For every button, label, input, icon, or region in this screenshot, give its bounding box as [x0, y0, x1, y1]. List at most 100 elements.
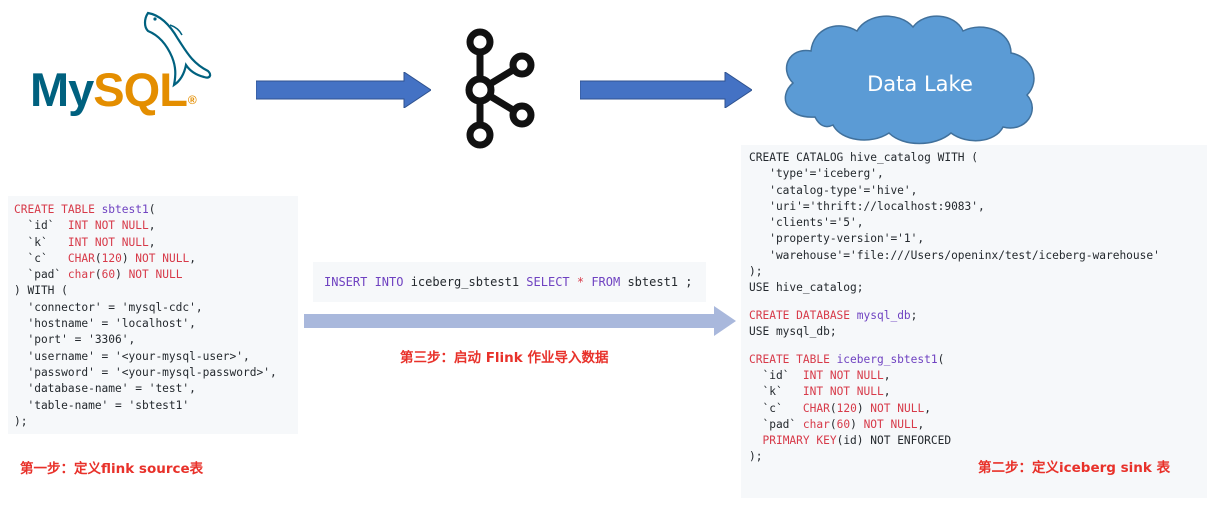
code-token: NOT NULL: [863, 417, 918, 431]
code-line: CREATE TABLE sbtest1(: [14, 202, 298, 218]
arrow-mysql-to-kafka: [256, 72, 431, 108]
code-line: PRIMARY KEY(id) NOT ENFORCED: [749, 433, 1207, 449]
code-line: `c` CHAR(120) NOT NULL,: [14, 251, 298, 267]
code-line: );: [749, 264, 1207, 280]
code-token: ): [856, 401, 871, 415]
code-line: USE hive_catalog;: [749, 280, 1207, 296]
code-token: ,: [917, 417, 925, 431]
arrow-flink-job: [304, 306, 736, 336]
code-line: `pad` char(60) NOT NULL: [14, 267, 298, 283]
code-token: ;: [910, 308, 918, 322]
code-token: INT NOT NULL: [67, 235, 149, 249]
code-token: iceberg_sbtest1: [836, 352, 938, 366]
code-token: CHAR: [802, 401, 830, 415]
code-token: PRIMARY KEY: [762, 434, 837, 448]
code-token: CHAR: [67, 251, 95, 265]
code-token: );: [749, 265, 763, 279]
code-token: 'table-name' = 'sbtest1': [14, 398, 190, 412]
source-table-code: CREATE TABLE sbtest1( `id` INT NOT NULL,…: [8, 196, 298, 434]
code-token: `pad`: [14, 268, 68, 282]
code-line: 'catalog-type'='hive',: [749, 183, 1207, 199]
code-token: `id`: [749, 368, 803, 382]
code-line: 'connector' = 'mysql-cdc',: [14, 300, 298, 316]
code-token: );: [749, 450, 763, 464]
code-token: 60: [101, 268, 116, 282]
code-token: *: [576, 275, 592, 289]
mysql-logo: [20, 5, 230, 125]
code-token: 'port' = '3306',: [14, 333, 136, 347]
code-line: 'password' = '<your-mysql-password>',: [14, 365, 298, 381]
kafka-icon: [465, 28, 535, 149]
mysql-my-text: My: [30, 63, 94, 116]
code-line: CREATE TABLE iceberg_sbtest1(: [749, 352, 1207, 368]
code-token: 120: [101, 251, 122, 265]
mysql-sql-text: SQL: [93, 63, 188, 116]
code-token: 'warehouse'='file:///Users/openinx/test/…: [749, 248, 1160, 262]
code-line: 'property-version'='1',: [749, 231, 1207, 247]
step3-label: 第三步：启动 Flink 作业导入数据: [400, 350, 609, 366]
code-token: 'property-version'='1',: [749, 232, 925, 246]
code-line: `id` INT NOT NULL,: [749, 368, 1207, 384]
code-line: CREATE DATABASE mysql_db;: [749, 308, 1207, 324]
code-token: ) WITH (: [14, 284, 68, 298]
code-token: INT NOT NULL: [802, 385, 884, 399]
code-token: 'username' = '<your-mysql-user>',: [14, 349, 250, 363]
code-token: NOT NULL: [128, 268, 183, 282]
code-token: ,: [189, 251, 196, 265]
code-token: NOT NULL: [870, 401, 925, 415]
data-lake-cloud: [775, 5, 1045, 149]
code-token: FROM: [591, 275, 628, 289]
code-line: 'username' = '<your-mysql-user>',: [14, 349, 298, 365]
code-token: `c`: [14, 251, 68, 265]
code-token: mysql_db: [856, 308, 911, 322]
code-token: iceberg_sbtest1: [410, 275, 527, 289]
code-line: `k` INT NOT NULL,: [749, 384, 1207, 400]
code-token: SELECT: [526, 275, 577, 289]
code-token: ,: [924, 401, 931, 415]
code-token: (: [937, 352, 945, 366]
code-line: 'uri'='thrift://localhost:9083',: [749, 199, 1207, 215]
kafka-logo: [450, 25, 540, 159]
code-line: [749, 297, 1207, 308]
code-token: sbtest1 ;: [627, 275, 693, 289]
code-token: ,: [883, 385, 891, 399]
code-token: ): [115, 268, 129, 282]
code-token: sbtest1: [101, 203, 149, 216]
code-token: CREATE TABLE: [14, 203, 102, 216]
code-token: ): [850, 417, 864, 431]
code-token: CREATE CATALOG hive_catalog WITH (: [749, 151, 979, 164]
code-token: [749, 434, 762, 447]
dolphin-icon: [143, 11, 212, 88]
code-token: `k`: [749, 385, 803, 399]
code-token: CREATE DATABASE: [749, 308, 857, 322]
code-line: `pad` char(60) NOT NULL,: [749, 417, 1207, 433]
code-line: `k` INT NOT NULL,: [14, 235, 298, 251]
code-line: 'port' = '3306',: [14, 332, 298, 348]
code-token: (id) NOT ENFORCED: [836, 434, 952, 448]
code-token: `c`: [749, 401, 803, 415]
code-token: char: [67, 268, 95, 282]
code-line: );: [749, 449, 1207, 465]
code-token: `id`: [14, 219, 68, 233]
code-token: ,: [148, 235, 156, 249]
code-line: 'database-name' = 'test',: [14, 381, 298, 397]
code-line: 'table-name' = 'sbtest1': [14, 398, 298, 414]
code-token: (: [829, 417, 837, 431]
code-line: USE mysql_db;: [749, 324, 1207, 340]
code-token: 'password' = '<your-mysql-password>',: [14, 365, 277, 379]
code-token: (: [829, 401, 837, 415]
code-token: char: [802, 417, 830, 431]
code-token: USE mysql_db;: [749, 325, 837, 339]
data-lake-label: Data Lake: [867, 72, 973, 96]
step1-label: 第一步：定义flink source表: [20, 461, 204, 477]
registered-mark: ®: [187, 93, 197, 107]
code-line: 'type'='iceberg',: [749, 166, 1207, 182]
step2-label: 第二步：定义iceberg sink 表: [978, 460, 1171, 476]
code-token: INT NOT NULL: [67, 219, 149, 233]
code-token: 'catalog-type'='hive',: [749, 183, 918, 197]
code-token: INT NOT NULL: [802, 368, 884, 382]
code-token: `k`: [14, 235, 68, 249]
sink-table-code: CREATE CATALOG hive_catalog WITH ( 'type…: [741, 145, 1207, 498]
code-token: 'hostname' = 'localhost',: [14, 317, 196, 331]
arrow-kafka-to-lake: [580, 72, 752, 108]
